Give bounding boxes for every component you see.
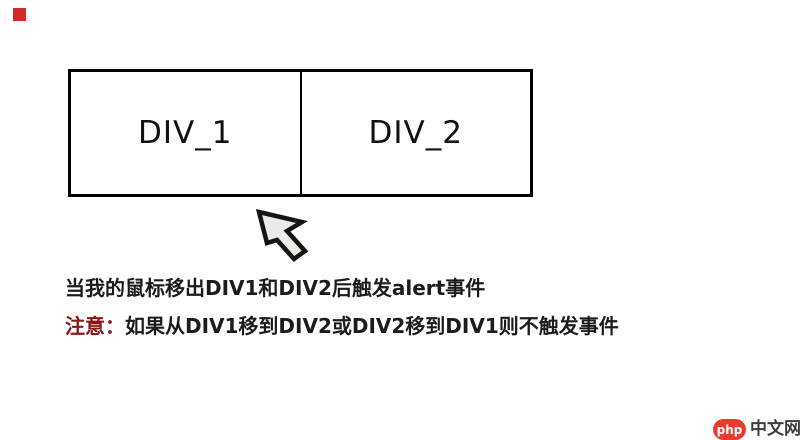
- div-boxes-container: DIV_1 DIV_2: [68, 69, 533, 197]
- notice-text: 如果从DIV1移到DIV2或DIV2移到DIV1则不触发事件: [125, 314, 619, 338]
- caption-notice-line: 注意：如果从DIV1移到DIV2或DIV2移到DIV1则不触发事件: [65, 310, 619, 339]
- red-square-marker: [13, 8, 26, 21]
- caption-mouseout-description: 当我的鼠标移出DIV1和DIV2后触发alert事件: [65, 276, 486, 300]
- mouse-cursor-arrow-icon: [252, 200, 318, 266]
- div1-box[interactable]: DIV_1: [71, 72, 300, 194]
- div2-box[interactable]: DIV_2: [299, 72, 530, 194]
- notice-label: 注意：: [65, 314, 125, 338]
